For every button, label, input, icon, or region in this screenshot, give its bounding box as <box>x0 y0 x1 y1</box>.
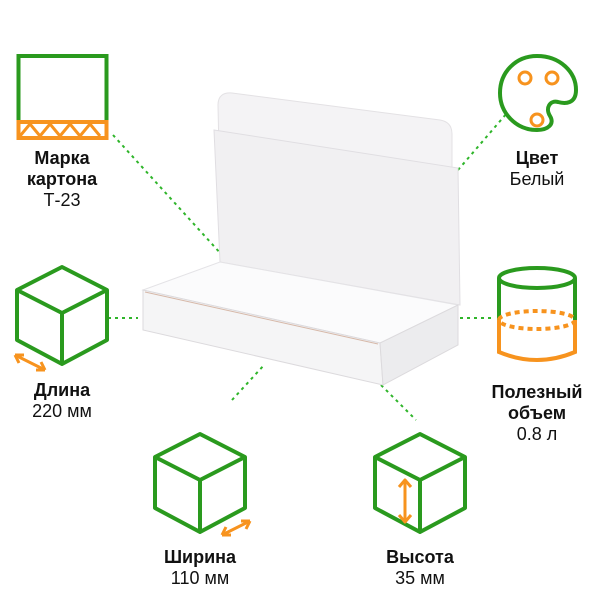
spec-length: Длина 220 мм <box>0 380 142 422</box>
spec-cardboard-value: Т-23 <box>43 190 81 210</box>
spec-height-value: 35 мм <box>395 568 445 588</box>
spec-volume-value: 0.8 л <box>516 424 558 444</box>
spec-width: Ширина 110 мм <box>120 547 280 589</box>
corrugated-cardboard-icon <box>16 54 109 140</box>
spec-color-title: Цвет <box>515 148 559 168</box>
product-box-image <box>141 92 461 386</box>
spec-cardboard-title-1: Марка <box>34 148 90 168</box>
spec-volume-title-1: Полезный <box>491 382 583 402</box>
spec-height-title: Высота <box>386 547 454 567</box>
connector-color <box>457 112 508 171</box>
connector-width <box>231 363 266 401</box>
spec-cardboard: Марка картона Т-23 <box>0 148 142 211</box>
spec-length-title: Длина <box>33 380 91 400</box>
spec-length-value: 220 мм <box>32 401 92 421</box>
connector-cardboard <box>112 134 223 256</box>
spec-cardboard-title-2: картона <box>26 169 98 189</box>
spec-width-value: 110 мм <box>170 568 230 588</box>
cube-height-icon <box>373 432 467 534</box>
cylinder-volume-icon <box>497 266 577 362</box>
spec-color: Цвет Белый <box>457 148 600 190</box>
spec-volume: Полезный объем 0.8 л <box>457 382 600 445</box>
cube-width-icon <box>153 432 252 537</box>
spec-volume-title-2: объем <box>507 403 567 423</box>
spec-width-title: Ширина <box>163 547 237 567</box>
connector-height <box>380 384 417 421</box>
spec-height: Высота 35 мм <box>340 547 500 589</box>
palette-icon <box>497 53 579 133</box>
connector-lines <box>108 112 508 421</box>
spec-color-value: Белый <box>509 169 565 189</box>
cube-length-icon <box>13 265 109 372</box>
